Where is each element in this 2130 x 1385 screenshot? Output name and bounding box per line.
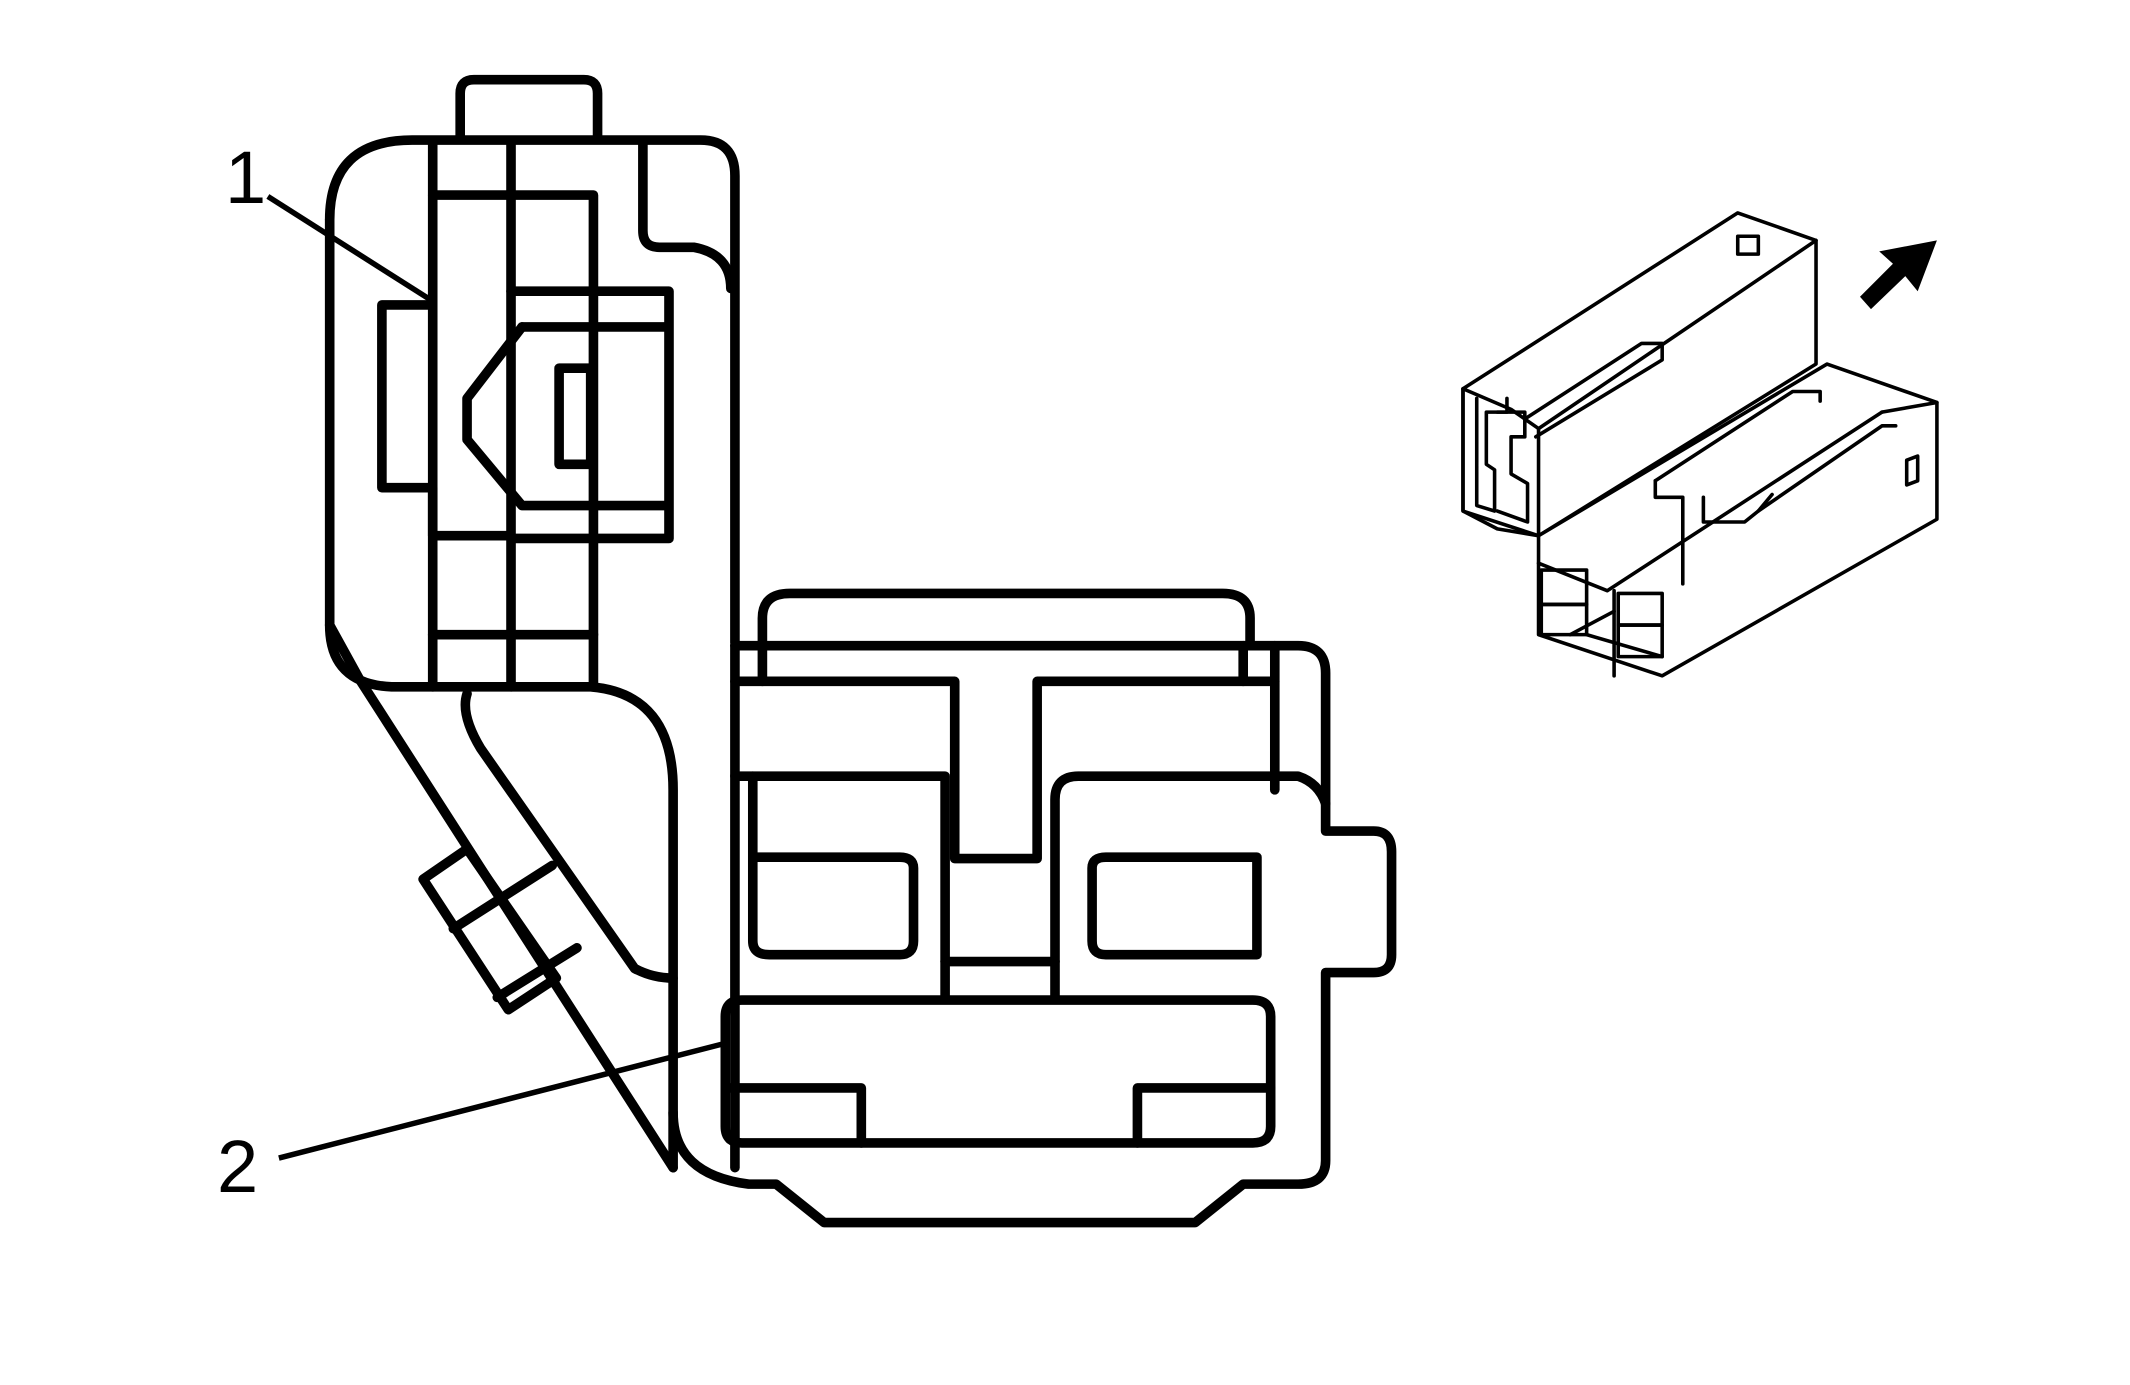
arrow-up-right-icon <box>1859 240 1937 310</box>
callout-1: 1 <box>225 136 266 219</box>
side-latch <box>418 844 582 1015</box>
leader-line-2 <box>278 1041 724 1161</box>
connector-front-view <box>324 74 1397 1228</box>
callout-2: 2 <box>217 1125 258 1208</box>
leader-line-1 <box>266 194 432 302</box>
leader-lines <box>266 194 724 1161</box>
upper-housing <box>324 74 740 1173</box>
connector-isometric-icon <box>1461 211 1939 678</box>
lower-housing <box>668 588 1397 1228</box>
